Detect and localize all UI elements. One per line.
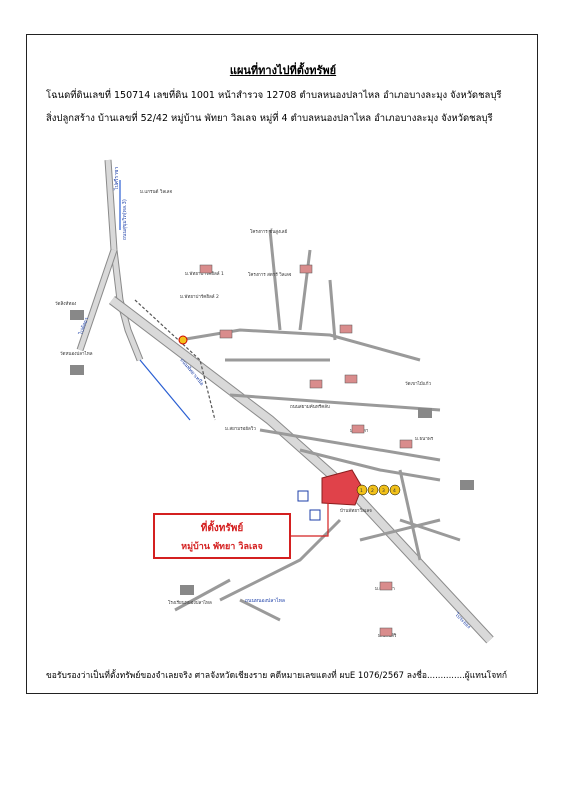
gas-station-icon	[178, 335, 188, 345]
road-sign-icons	[297, 490, 321, 521]
property-site	[321, 469, 363, 506]
place-label: ม.ธนาพร	[415, 436, 434, 442]
temple-icon	[418, 408, 432, 418]
temple-icon	[70, 365, 84, 375]
marker-label: 2	[371, 488, 374, 494]
marker-3	[378, 484, 390, 496]
property-callout: ที่ตั้งทรัพย์ หมู่บ้าน พัทยา วิลเลจ	[153, 513, 291, 559]
marker-group: 1 2 3 4	[356, 484, 401, 496]
building-info-line: สิ่งปลูกสร้าง บ้านเลขที่ 52/42 หมู่บ้าน …	[46, 113, 493, 124]
page-frame	[26, 34, 538, 694]
siam-country-label: ถนนสยามคันทรีคลับ	[290, 404, 330, 410]
house-icon	[199, 264, 213, 274]
house-icon	[299, 264, 313, 274]
house-icon	[351, 424, 365, 434]
temple-icons	[70, 310, 474, 595]
house-icons	[199, 264, 413, 637]
place-label: วัดเขาไม้แก้ว	[405, 381, 431, 387]
marker-1	[356, 484, 368, 496]
house-icon	[339, 324, 353, 334]
house-icon	[344, 374, 358, 384]
marker-2	[367, 484, 379, 496]
place-label: วัดสิงห์ทอง	[55, 300, 76, 307]
temple-icon	[180, 585, 194, 595]
place-label: ม.แกรนด์ วิลเลจ	[140, 188, 172, 195]
sukhumvit-road	[76, 159, 144, 362]
place-label: โครงการ สตาร์ วิลเลจ	[248, 271, 292, 278]
place-label: ม.พัทยาปาร์คฮิลล์ 2	[180, 293, 219, 300]
callout-title: ที่ตั้งทรัพย์	[200, 523, 244, 534]
place-label: วัดหนองปลาไหล	[60, 351, 93, 357]
road-sign-icon	[297, 490, 309, 502]
marker-4	[389, 484, 401, 496]
house-icon	[309, 379, 323, 389]
marker-label: 3	[382, 488, 385, 494]
callout-subtitle: หมู่บ้าน พัทยา วิลเลจ	[181, 542, 263, 552]
nong-pla-lai-label: ถนนหนองปลาไหล	[245, 597, 285, 604]
marker-label: 1	[360, 488, 363, 494]
pattaya-nua-road	[108, 296, 494, 644]
place-label: โครงการ ชั้นสูงเลย์	[250, 228, 288, 235]
house-icon	[379, 627, 393, 637]
road-sign-icon	[309, 509, 321, 521]
secondary-roads	[174, 229, 461, 622]
place-label: บ้านพัทยาวิลเลจ	[340, 508, 372, 514]
house-icon	[399, 439, 413, 449]
place-label: ม.พัทยาปาร์คฮิลล์ 1	[185, 270, 224, 277]
temple-icon	[460, 480, 474, 490]
place-label: ม.สยามรอยัลวิว	[225, 426, 256, 432]
certification-footer: ขอรับรองว่าเป็นที่ตั้งทรัพย์ของจำเลยจริง…	[46, 671, 507, 681]
to-sriracha-label: ไปศรีราชา	[113, 167, 120, 191]
route-lines	[119, 180, 191, 421]
marker-label: 4	[393, 488, 396, 494]
map-title: แผนที่ทางไปที่ตั้งทรัพย์	[229, 64, 337, 77]
sukhumvit-label: ถนนสุขุมวิท(ทล.3)	[121, 199, 128, 240]
place-label: โรงเรียนหนองปลาไหล	[168, 599, 212, 606]
callout-pointer	[291, 503, 329, 537]
temple-icon	[70, 310, 84, 320]
deed-info-line: โฉนดที่ดินเลขที่ 150714 เลขที่ดิน 1001 ห…	[46, 90, 502, 101]
house-icon	[219, 329, 233, 339]
house-icon	[379, 581, 393, 591]
